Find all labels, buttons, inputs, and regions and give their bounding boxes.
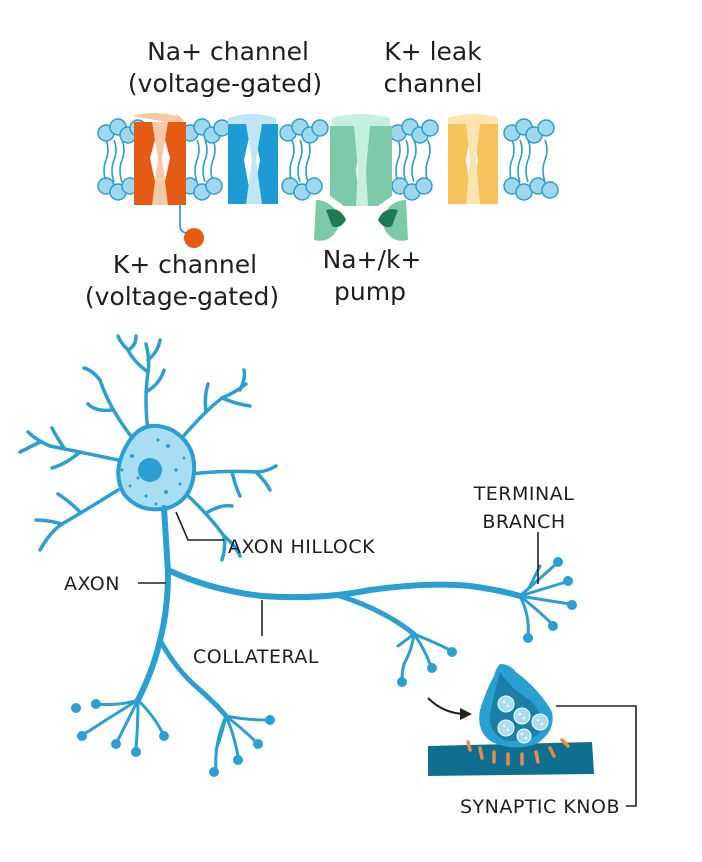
- receptors: [466, 738, 570, 766]
- synaptic-knob-label: SYNAPTIC KNOB: [460, 796, 620, 818]
- k-leak-channel: [448, 114, 498, 204]
- nucleus: [138, 458, 162, 482]
- neuron: [18, 334, 577, 777]
- k-voltage-gated-channel: [179, 114, 278, 248]
- terminal-buttons-upper-right: [523, 557, 577, 643]
- collateral-label: COLLATERAL: [193, 646, 319, 668]
- terminal-buttons-middle: [397, 647, 457, 687]
- terminal-branch-upper-right: [518, 562, 572, 638]
- collateral-lower: [337, 593, 417, 637]
- axon-hillock-label: AXON HILLOCK: [228, 536, 375, 558]
- na-k-pump: [314, 114, 408, 241]
- synaptic-knob-leader: [556, 705, 637, 807]
- k-channel-label-line1: K+ channel: [113, 250, 257, 279]
- terminal-buttons-lower-left: [71, 699, 169, 757]
- cell-membrane: Na+ channel (voltage-gated) K+ leak chan…: [85, 37, 559, 311]
- vesicle-dots: [502, 700, 544, 740]
- na-voltage-gated-channel: [132, 113, 186, 205]
- lipid-heads-top: [97, 118, 555, 144]
- pump-label-line1: Na+/k+: [323, 245, 422, 274]
- synaptic-vesicles: [497, 695, 549, 744]
- na-channel-label-line1: Na+ channel: [147, 37, 309, 66]
- dendrites: [18, 334, 278, 562]
- axon-label: AXON: [64, 573, 120, 595]
- k-leak-label-line1: K+ leak: [384, 37, 482, 66]
- terminal-branch-label-line2: BRANCH: [482, 511, 565, 533]
- na-channel-label-line2: (voltage-gated): [128, 69, 322, 98]
- lipid-heads-bottom: [97, 177, 559, 201]
- synapse-detail: [427, 664, 594, 776]
- collateral: [165, 567, 523, 601]
- k-leak-label-line2: channel: [384, 69, 483, 98]
- terminal-branch-lower-right: [214, 714, 270, 772]
- terminal-branch-label-line1: TERMINAL: [473, 483, 575, 505]
- pump-label-line2: pump: [334, 277, 406, 306]
- k-channel-gate-ball: [184, 228, 204, 248]
- terminal-branch-middle: [396, 632, 452, 682]
- cell-body-granules: [120, 438, 186, 506]
- arrow-head-icon: [460, 708, 472, 720]
- axon: [135, 505, 171, 703]
- terminal-buttons-lower-right: [209, 715, 275, 777]
- k-channel-label-line2: (voltage-gated): [85, 282, 279, 311]
- axon-lower-right: [157, 637, 229, 719]
- axon-hillock-leader: [175, 511, 224, 541]
- lipid-tails: [103, 139, 548, 183]
- neuron-labels: TERMINAL BRANCH AXON HILLOCK AXON COLLAT…: [64, 483, 637, 818]
